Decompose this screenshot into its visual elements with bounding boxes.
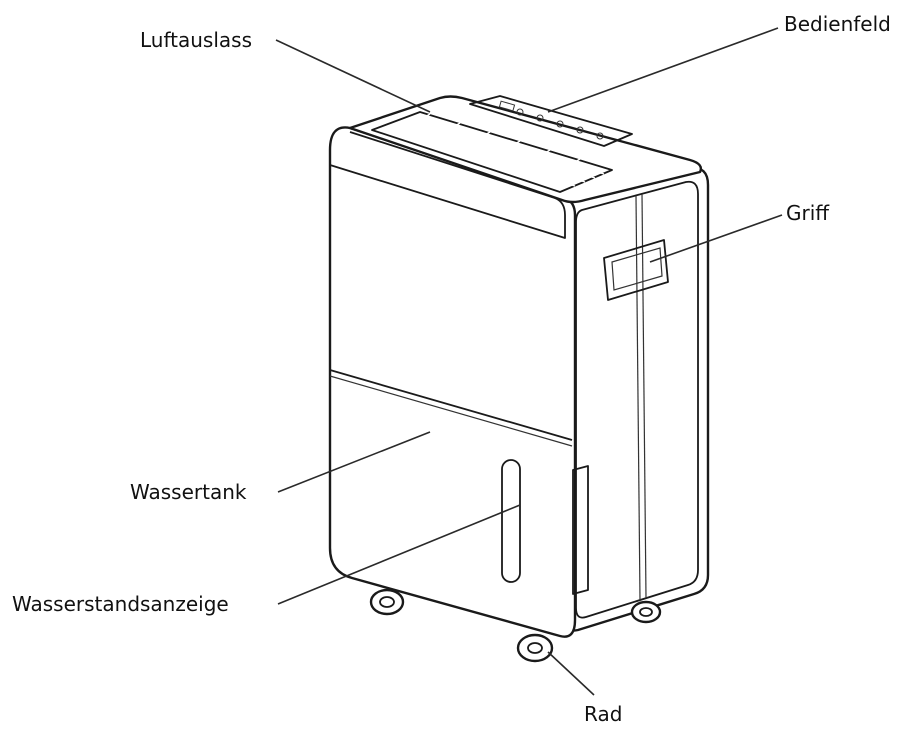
- wheel-rear-right: [630, 600, 662, 624]
- label-bedienfeld: Bedienfeld: [784, 12, 891, 36]
- side-seam-2: [641, 193, 647, 599]
- label-rad: Rad: [584, 702, 623, 726]
- label-wasserstandsanzeige: Wasserstandsanzeige: [12, 592, 229, 616]
- top-lid-edge: [329, 131, 566, 239]
- water-level-window: [501, 459, 521, 583]
- front-seam-2: [329, 375, 573, 447]
- label-luftauslass: Luftauslass: [140, 28, 253, 52]
- leader-luftauslass: [275, 39, 431, 113]
- leader-rad: [547, 651, 595, 696]
- side-panel-inner: [575, 180, 699, 619]
- leader-griff: [649, 214, 783, 263]
- front-seam: [329, 369, 573, 441]
- control-buttons: [498, 100, 604, 140]
- control-panel: [469, 95, 633, 147]
- label-griff: Griff: [786, 201, 830, 225]
- air-outlet-grille: [371, 111, 613, 193]
- front-body: [328, 126, 577, 638]
- wheel-front-right: [516, 633, 554, 663]
- leader-wassertank: [277, 431, 431, 493]
- side-tank-slot: [572, 465, 589, 595]
- leader-bedienfeld: [547, 27, 779, 113]
- leader-wasserstandsanzeige: [277, 504, 521, 605]
- wheel-front-left: [369, 588, 405, 616]
- carry-handle: [603, 239, 669, 301]
- carry-handle-inner: [611, 247, 663, 291]
- side-seam: [635, 195, 641, 601]
- label-wassertank: Wassertank: [130, 480, 247, 504]
- grille-slats: [385, 113, 605, 187]
